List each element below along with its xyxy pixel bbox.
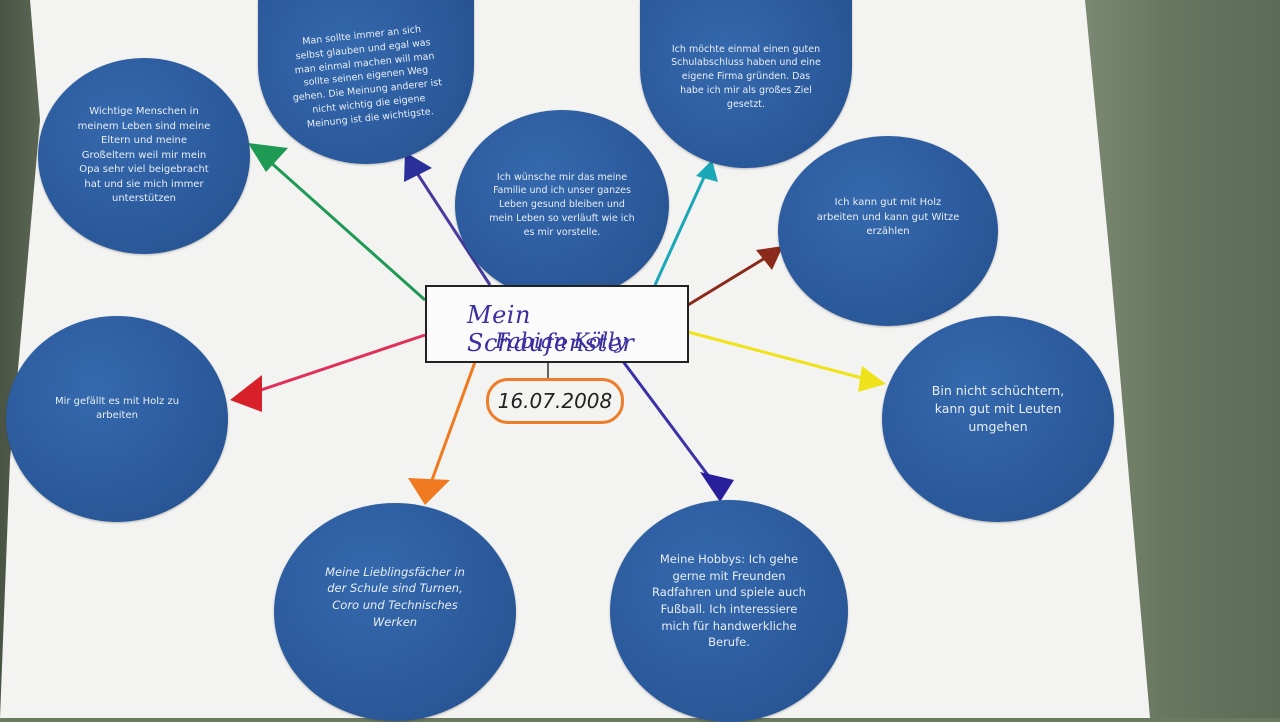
bubble-text: Ich möchte einmal einen guten Schulabsch… [671,43,821,110]
bubble-text: Ich kann gut mit Holz arbeiten und kann … [816,197,960,238]
bubble-believe-in-yourself: Man sollte immer an sich selbst glauben … [258,0,474,164]
bubble-text: Meine Hobbys: Ich gehe gerne mit Freunde… [652,551,806,650]
arrowhead-red [230,375,262,412]
date-badge: 16.07.2008 [486,378,624,424]
arrowhead-brown [756,246,783,270]
arrow-line-purple [620,359,712,479]
arrowhead-orange [408,478,450,505]
poster-date: 16.07.2008 [497,389,613,413]
bubble-text: Man sollte immer an sich selbst glauben … [292,23,443,130]
bubble-text: Bin nicht schüchtern, kann gut mit Leute… [931,382,1065,435]
arrowhead-yellow [858,366,886,392]
poster-title-box: Mein Schaufenster Fabian Kölly [425,285,689,363]
bubble-not-shy: Bin nicht schüchtern, kann gut mit Leute… [882,316,1114,522]
arrowhead-navy [404,152,432,182]
bubble-text: Mir gefällt es mit Holz zu arbeiten [54,395,180,422]
arrowhead-green [248,143,288,172]
bubble-text: Wichtige Menschen in meinem Leben sind m… [77,106,211,205]
bubble-favorite-subjects: Meine Lieblingsfächer in der Schule sind… [274,503,516,721]
arrow-line-red [254,333,426,394]
bubble-goals: Ich möchte einmal einen guten Schulabsch… [640,0,852,168]
bubble-important-people: Wichtige Menschen in meinem Leben sind m… [38,58,250,254]
arrow-line-brown [687,256,766,307]
bubble-hobbies: Meine Hobbys: Ich gehe gerne mit Freunde… [610,500,848,722]
poster-title: Mein Schaufenster [467,301,635,357]
arrowhead-purple [700,472,734,502]
arrowhead-teal [696,160,718,182]
bubble-text: Ich wünsche mir das meine Familie und ic… [489,171,635,238]
bubble-text: Meine Lieblingsfächer in der Schule sind… [325,564,465,629]
arrow-line-teal [653,174,707,286]
bubble-wood-work: Mir gefällt es mit Holz zu arbeiten [6,316,228,522]
poster-author-name: Fabian Kölly [495,329,627,353]
bubble-skills: Ich kann gut mit Holz arbeiten und kann … [778,136,998,326]
arrow-line-orange [430,361,477,481]
arrow-line-yellow [687,330,863,380]
arrow-line-navy [413,169,492,286]
arrow-line-green [267,158,426,302]
bubble-wishes: Ich wünsche mir das meine Familie und ic… [455,110,669,300]
